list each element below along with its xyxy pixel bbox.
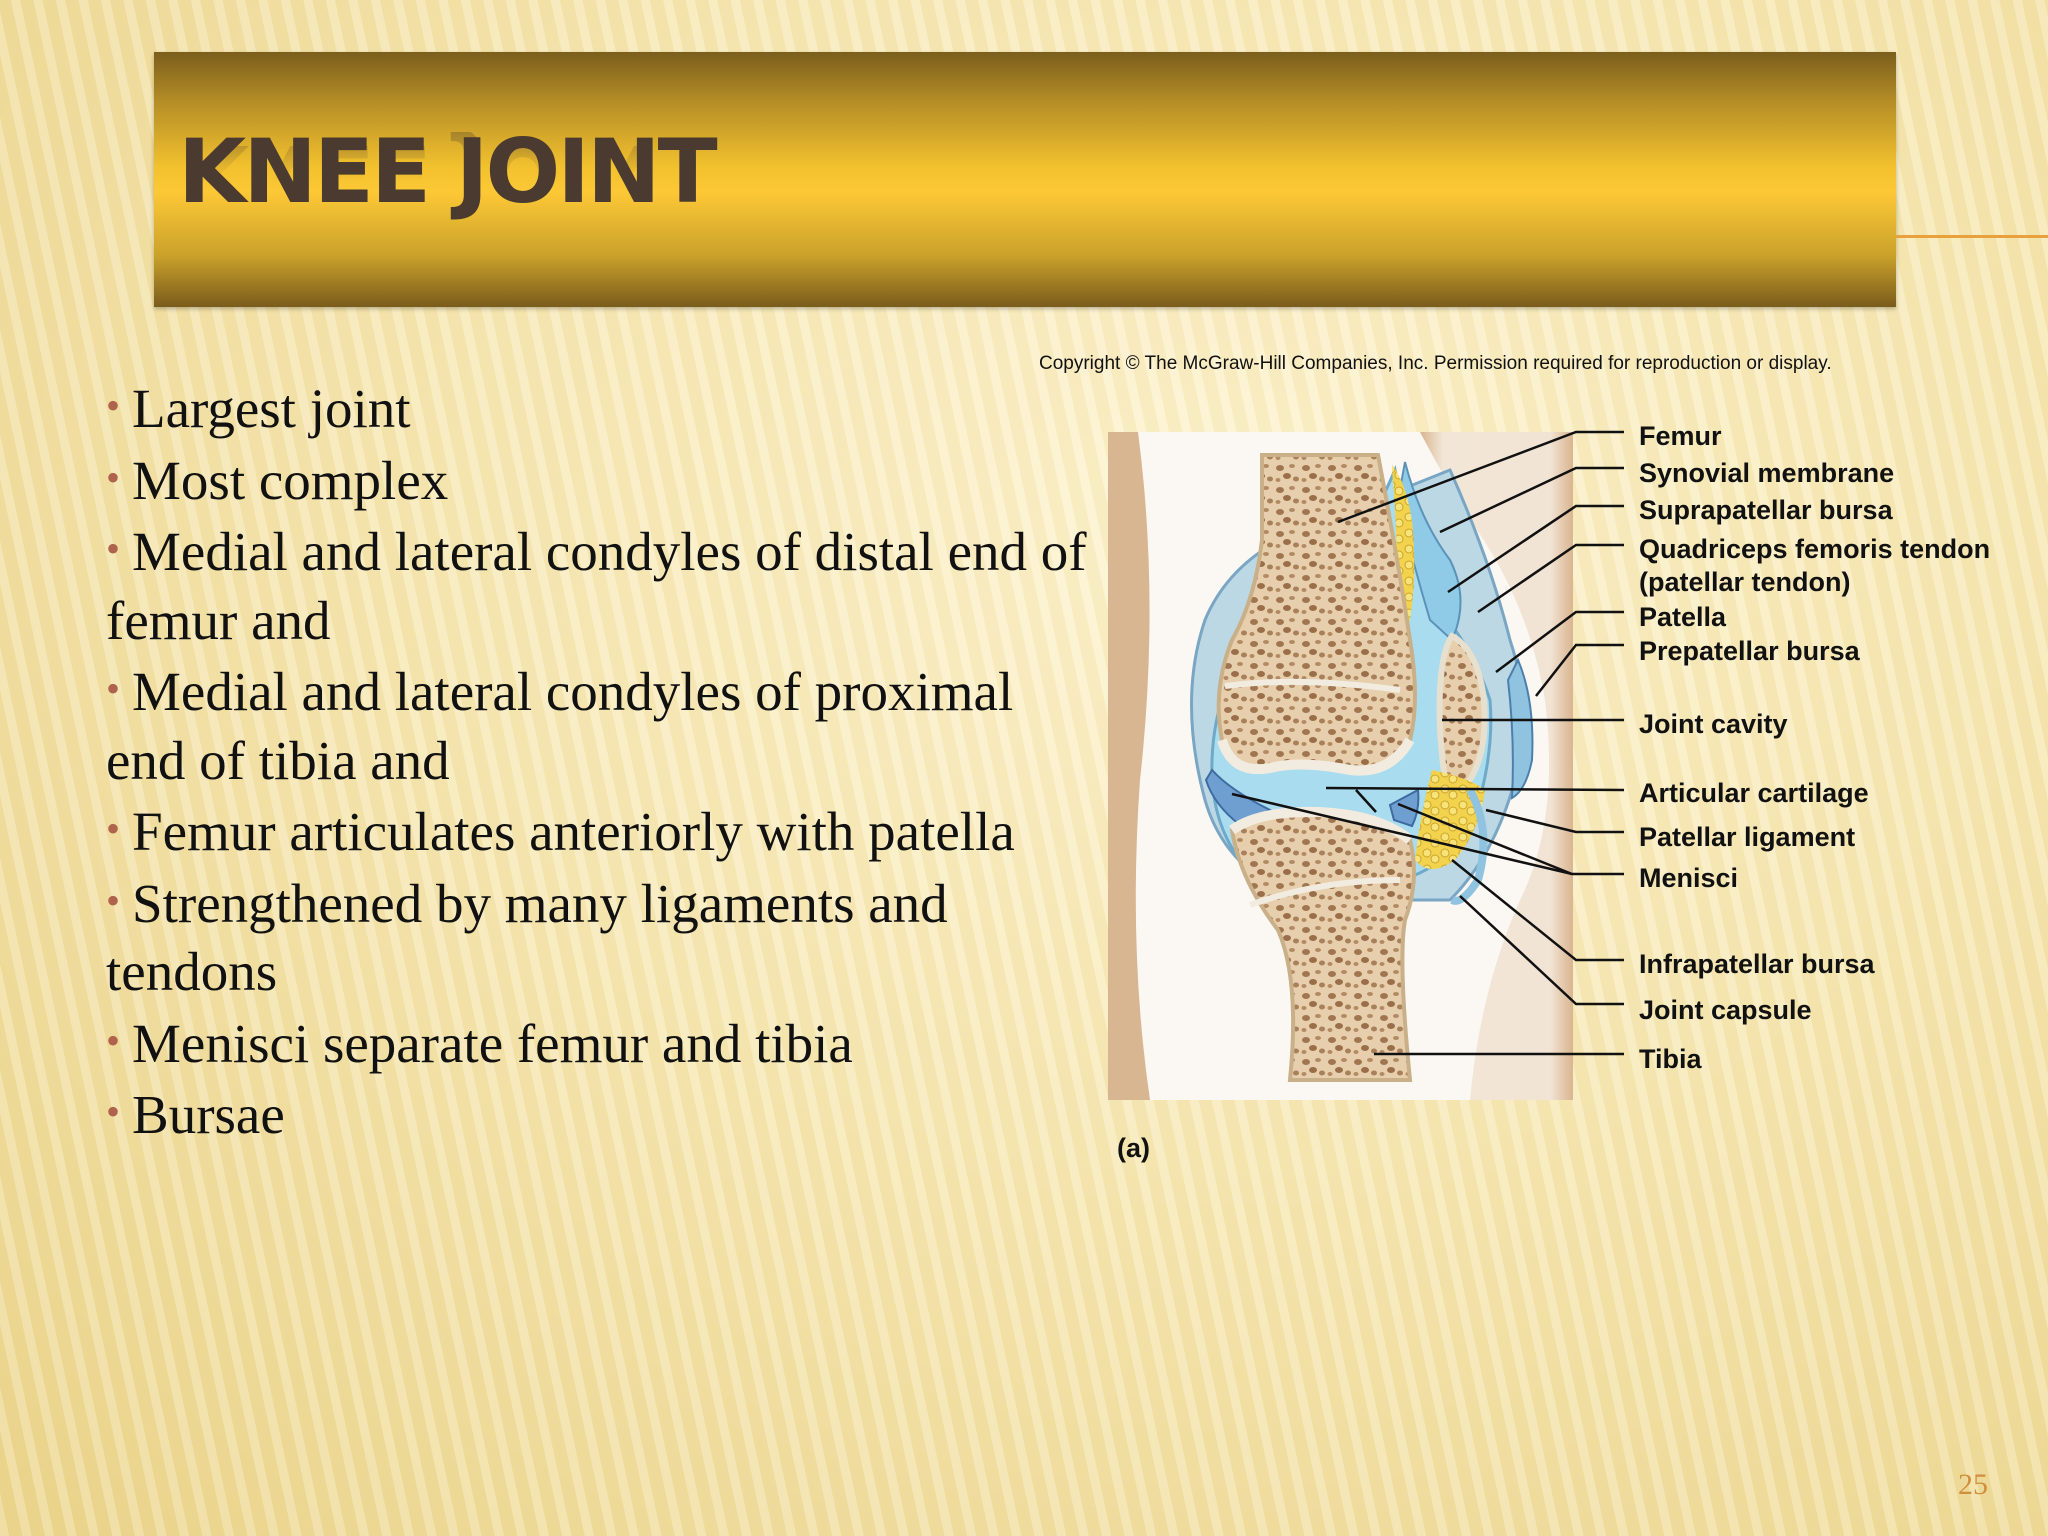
- label-quadriceps-tendon: Quadriceps femoris tendon: [1639, 534, 1991, 564]
- bullet-item: •Bursae: [106, 1078, 1096, 1150]
- leader-articular-cartilage-tibia: [1355, 789, 1377, 813]
- label-quadriceps-tendon-alt: (patellar tendon): [1639, 567, 1851, 597]
- leader-lines: [1231, 430, 1625, 1056]
- bullet-item: •Femur articulates anteriorly with patel…: [106, 795, 1096, 867]
- label-joint-cavity: Joint cavity: [1639, 709, 1788, 739]
- bullet-text: Strengthened by many ligaments and tendo…: [106, 872, 948, 1003]
- label-articular-cartilage: Articular cartilage: [1639, 778, 1869, 808]
- bullet-item: •Medial and lateral condyles of distal e…: [106, 515, 1096, 655]
- bullet-marker: •: [106, 454, 121, 500]
- label-joint-capsule: Joint capsule: [1639, 995, 1812, 1025]
- prepatellar-bursa: [1506, 657, 1534, 800]
- label-infrapatellar-bursa: Infrapatellar bursa: [1639, 949, 1875, 979]
- title-band: [154, 52, 1896, 307]
- bullet-item: •Largest joint: [106, 372, 1096, 444]
- figure-panel-label: (a): [1117, 1133, 1150, 1163]
- leader-menisci-anterior: [1397, 802, 1573, 876]
- bullet-item: •Most complex: [106, 444, 1096, 516]
- bullet-marker: •: [106, 383, 121, 428]
- leader-synovial-membrane: [1439, 466, 1624, 534]
- bullet-item: •Strengthened by many ligaments and tend…: [106, 867, 1096, 1007]
- bullet-text: Menisci separate femur and tibia: [132, 1012, 853, 1074]
- bullet-marker: •: [106, 666, 121, 711]
- bullet-text: Bursae: [132, 1084, 285, 1145]
- infrapatellar-fat-pad: [1415, 770, 1485, 869]
- bullet-text: Femur articulates anteriorly with patell…: [132, 801, 1015, 862]
- label-patellar-ligament: Patellar ligament: [1639, 822, 1856, 852]
- bullet-item: •Menisci separate femur and tibia: [106, 1007, 1096, 1079]
- title-accent-rule: [1896, 235, 2048, 238]
- bullet-text: Most complex: [132, 449, 449, 511]
- label-tibia: Tibia: [1639, 1044, 1702, 1074]
- bullet-marker: •: [106, 806, 121, 851]
- bullet-marker: •: [106, 877, 121, 923]
- leader-patellar-ligament: [1485, 808, 1624, 834]
- bullet-text: Medial and lateral condyles of proximal …: [106, 661, 1014, 791]
- bullet-list: •Largest joint •Most complex •Medial and…: [106, 372, 1096, 1150]
- bullet-marker: •: [106, 1017, 121, 1063]
- bullet-item: •Medial and lateral condyles of proximal…: [106, 655, 1096, 795]
- bullet-marker: •: [106, 1089, 121, 1134]
- leader-infrapatellar-bursa: [1451, 859, 1624, 962]
- leader-joint-capsule: [1459, 895, 1624, 1006]
- leader-suprapatellar-bursa: [1447, 504, 1624, 594]
- bullet-text: Medial and lateral condyles of distal en…: [106, 521, 1087, 651]
- tibia-epiphyseal-line: [1248, 877, 1401, 908]
- leader-patella: [1495, 610, 1624, 673]
- bullet-marker: •: [106, 526, 121, 571]
- anterior-soft-tissue: [1420, 432, 1573, 1100]
- label-prepatellar-bursa: Prepatellar bursa: [1639, 636, 1860, 666]
- femur-epiphyseal-line: [1224, 678, 1401, 693]
- copyright-notice: Copyright © The McGraw-Hill Companies, I…: [1039, 353, 1832, 374]
- label-femur: Femur: [1639, 421, 1722, 451]
- leader-femur: [1337, 430, 1624, 524]
- label-patella: Patella: [1639, 602, 1727, 632]
- bullet-text: Largest joint: [132, 378, 411, 439]
- tibia-articular-cartilage: [1229, 806, 1414, 844]
- leader-articular-cartilage-femur: [1325, 786, 1625, 792]
- label-suprapatellar-bursa: Suprapatellar bursa: [1639, 495, 1893, 525]
- page-number: 25: [1958, 1468, 1988, 1501]
- label-synovial-membrane: Synovial membrane: [1639, 458, 1895, 488]
- posterior-soft-tissue: [1108, 432, 1150, 1100]
- leader-quadriceps-tendon: [1477, 543, 1624, 614]
- femur-articular-cartilage: [1217, 737, 1415, 776]
- leader-prepatellar-bursa: [1535, 643, 1624, 697]
- label-menisci: Menisci: [1639, 863, 1739, 893]
- slide-title: KNEE JOINT: [178, 120, 718, 223]
